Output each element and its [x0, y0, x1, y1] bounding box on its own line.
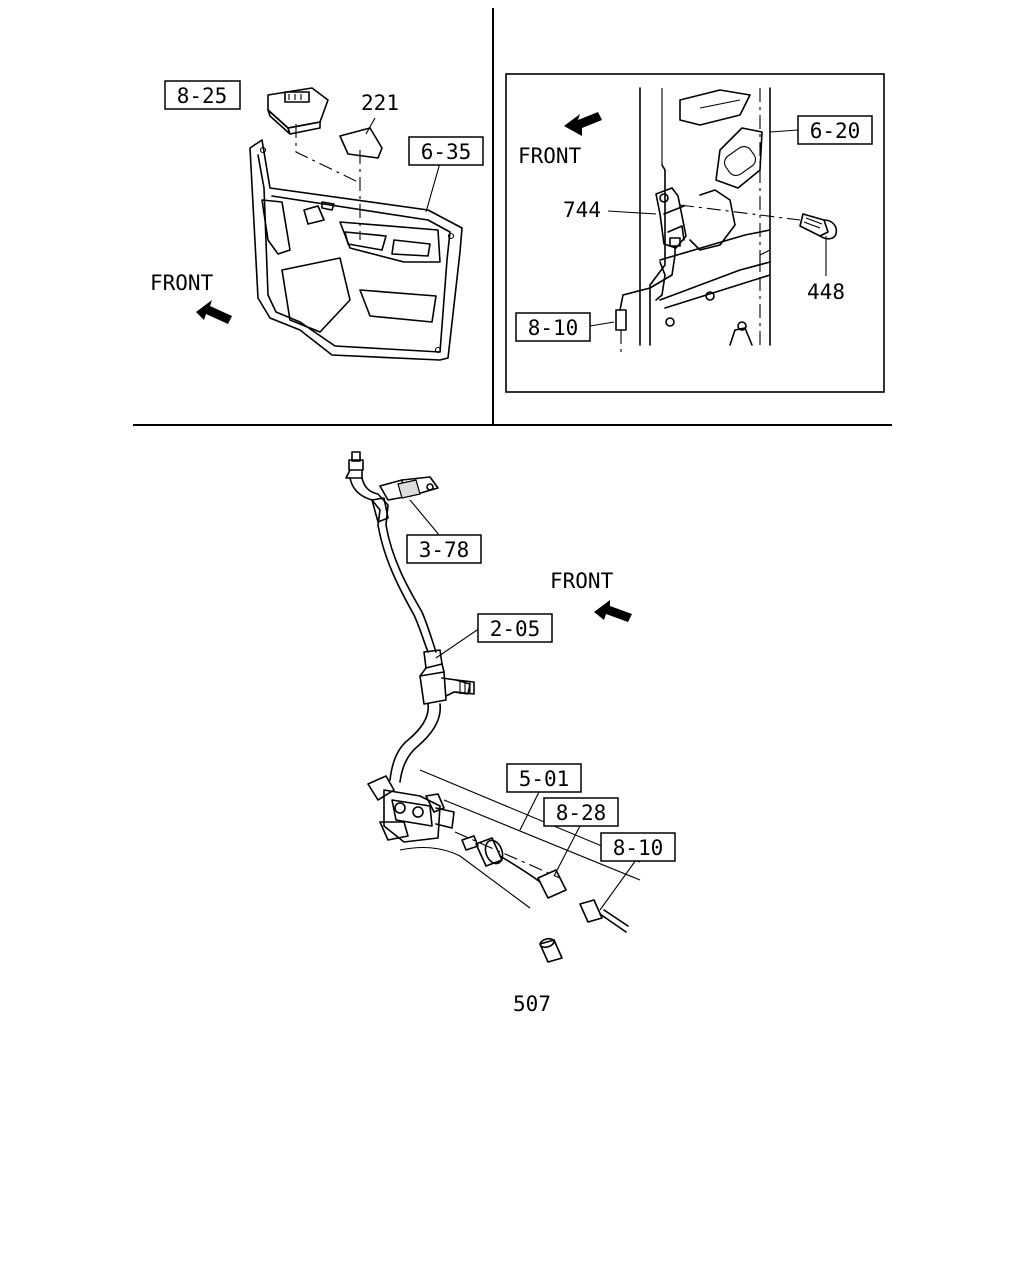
- ref-box-8-28: [543, 797, 619, 827]
- pipe-bracket-part: [371, 476, 439, 523]
- part-label-507: 507: [513, 992, 551, 1016]
- door-switch-part-744: [655, 187, 687, 256]
- ref-label-8-25: 8-25: [177, 84, 228, 108]
- front-arrow-icon: [196, 300, 232, 324]
- panel-pipe-assembly: 3-78 FRONT 2-05 5-01 8-28 8-10 507: [345, 451, 676, 1016]
- ref-label-5-01: 5-01: [519, 767, 570, 791]
- ref-box-6-20: [797, 115, 873, 145]
- front-label: FRONT: [550, 569, 614, 593]
- ref-box-5-01: [506, 763, 582, 793]
- panel-door-switch: FRONT 6-20 744 448 8-10: [505, 73, 885, 393]
- front-arrow-icon: [594, 600, 632, 622]
- ref-label-8-28: 8-28: [556, 801, 607, 825]
- part-label-221: 221: [361, 91, 399, 115]
- window-switch-part: [267, 87, 329, 135]
- ref-label-8-10-bottom: 8-10: [613, 836, 664, 860]
- harness-connector: [615, 309, 627, 331]
- door-inner-structure: [639, 87, 771, 346]
- ref-box-3-78: [406, 534, 482, 564]
- ref-label-6-35: 6-35: [421, 140, 472, 164]
- panel-door-trim: 8-25 221 6-35 FRONT: [150, 80, 484, 361]
- ref-label-3-78: 3-78: [419, 538, 470, 562]
- ref-label-2-05: 2-05: [490, 617, 541, 641]
- pressure-sensor-part: [461, 835, 567, 899]
- front-label: FRONT: [518, 144, 582, 168]
- pipe-tee-fitting: [419, 649, 475, 705]
- part-label-744: 744: [563, 198, 601, 222]
- cap-part-507: [539, 937, 563, 963]
- harness-connector-part: [579, 899, 629, 933]
- part-label-448: 448: [807, 280, 845, 304]
- sensor-block-part: [367, 775, 455, 843]
- ref-box-2-05: [477, 613, 553, 643]
- front-label: FRONT: [150, 271, 214, 295]
- cover-part-221: [339, 127, 383, 159]
- ref-box-8-10-bottom: [600, 832, 676, 862]
- door-trim-part: [249, 139, 463, 361]
- ref-box-8-25: [164, 80, 241, 110]
- pipe-top-fitting: [345, 451, 364, 479]
- front-arrow-icon: [564, 112, 602, 136]
- detail-frame: [505, 73, 885, 393]
- bolt-part-448: [799, 213, 838, 240]
- ref-label-6-20: 6-20: [810, 119, 861, 143]
- ref-label-8-10: 8-10: [528, 316, 579, 340]
- ref-box-8-10: [515, 312, 591, 342]
- ref-box-6-35: [408, 136, 484, 166]
